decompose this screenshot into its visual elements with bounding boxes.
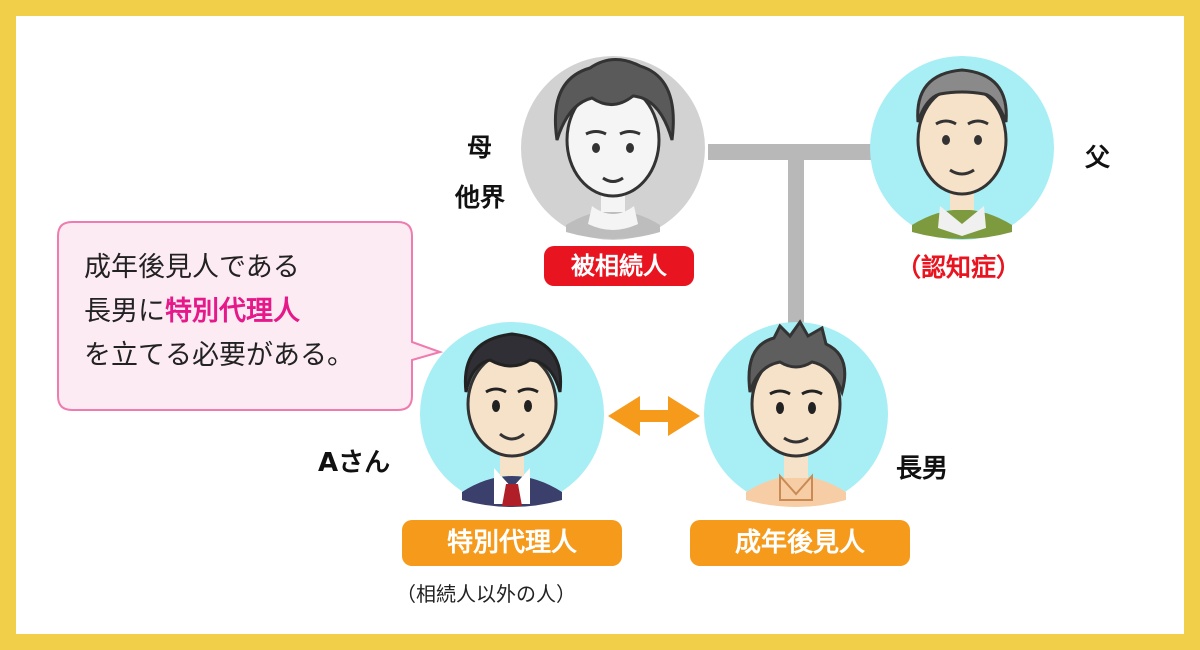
callout-line-2-prefix: 長男に [84,296,165,327]
decedent-badge: 被相続人 [544,246,694,286]
guardian-badge: 成年後見人 [690,520,910,566]
callout-line-1: 成年後見人である [84,252,300,283]
father-avatar [870,56,1054,240]
special-agent-badge: 特別代理人 [402,520,622,566]
mother-avatar [521,56,705,240]
eldest-son-avatar [704,319,888,507]
callout-highlight: 特別代理人 [165,296,300,327]
callout-line-2: 長男に特別代理人 [84,290,354,334]
father-label: 父 [1085,143,1111,172]
mother-label: 母 [467,133,493,162]
father-condition-note: （認知症） [896,253,1022,282]
callout-line-3: を立てる必要がある。 [84,340,354,371]
person-a-note: （相続人以外の人） [396,582,576,606]
person-a-label: Aさん [318,448,391,478]
person-a-avatar [420,322,604,507]
family-connector [708,144,880,345]
mother-status-label: 他界 [455,183,506,212]
callout-text: 成年後見人である 長男に特別代理人 を立てる必要がある。 [84,246,354,378]
callout-bubble [57,221,444,411]
double-arrow-icon [608,396,700,436]
eldest-son-label: 長男 [896,454,949,484]
